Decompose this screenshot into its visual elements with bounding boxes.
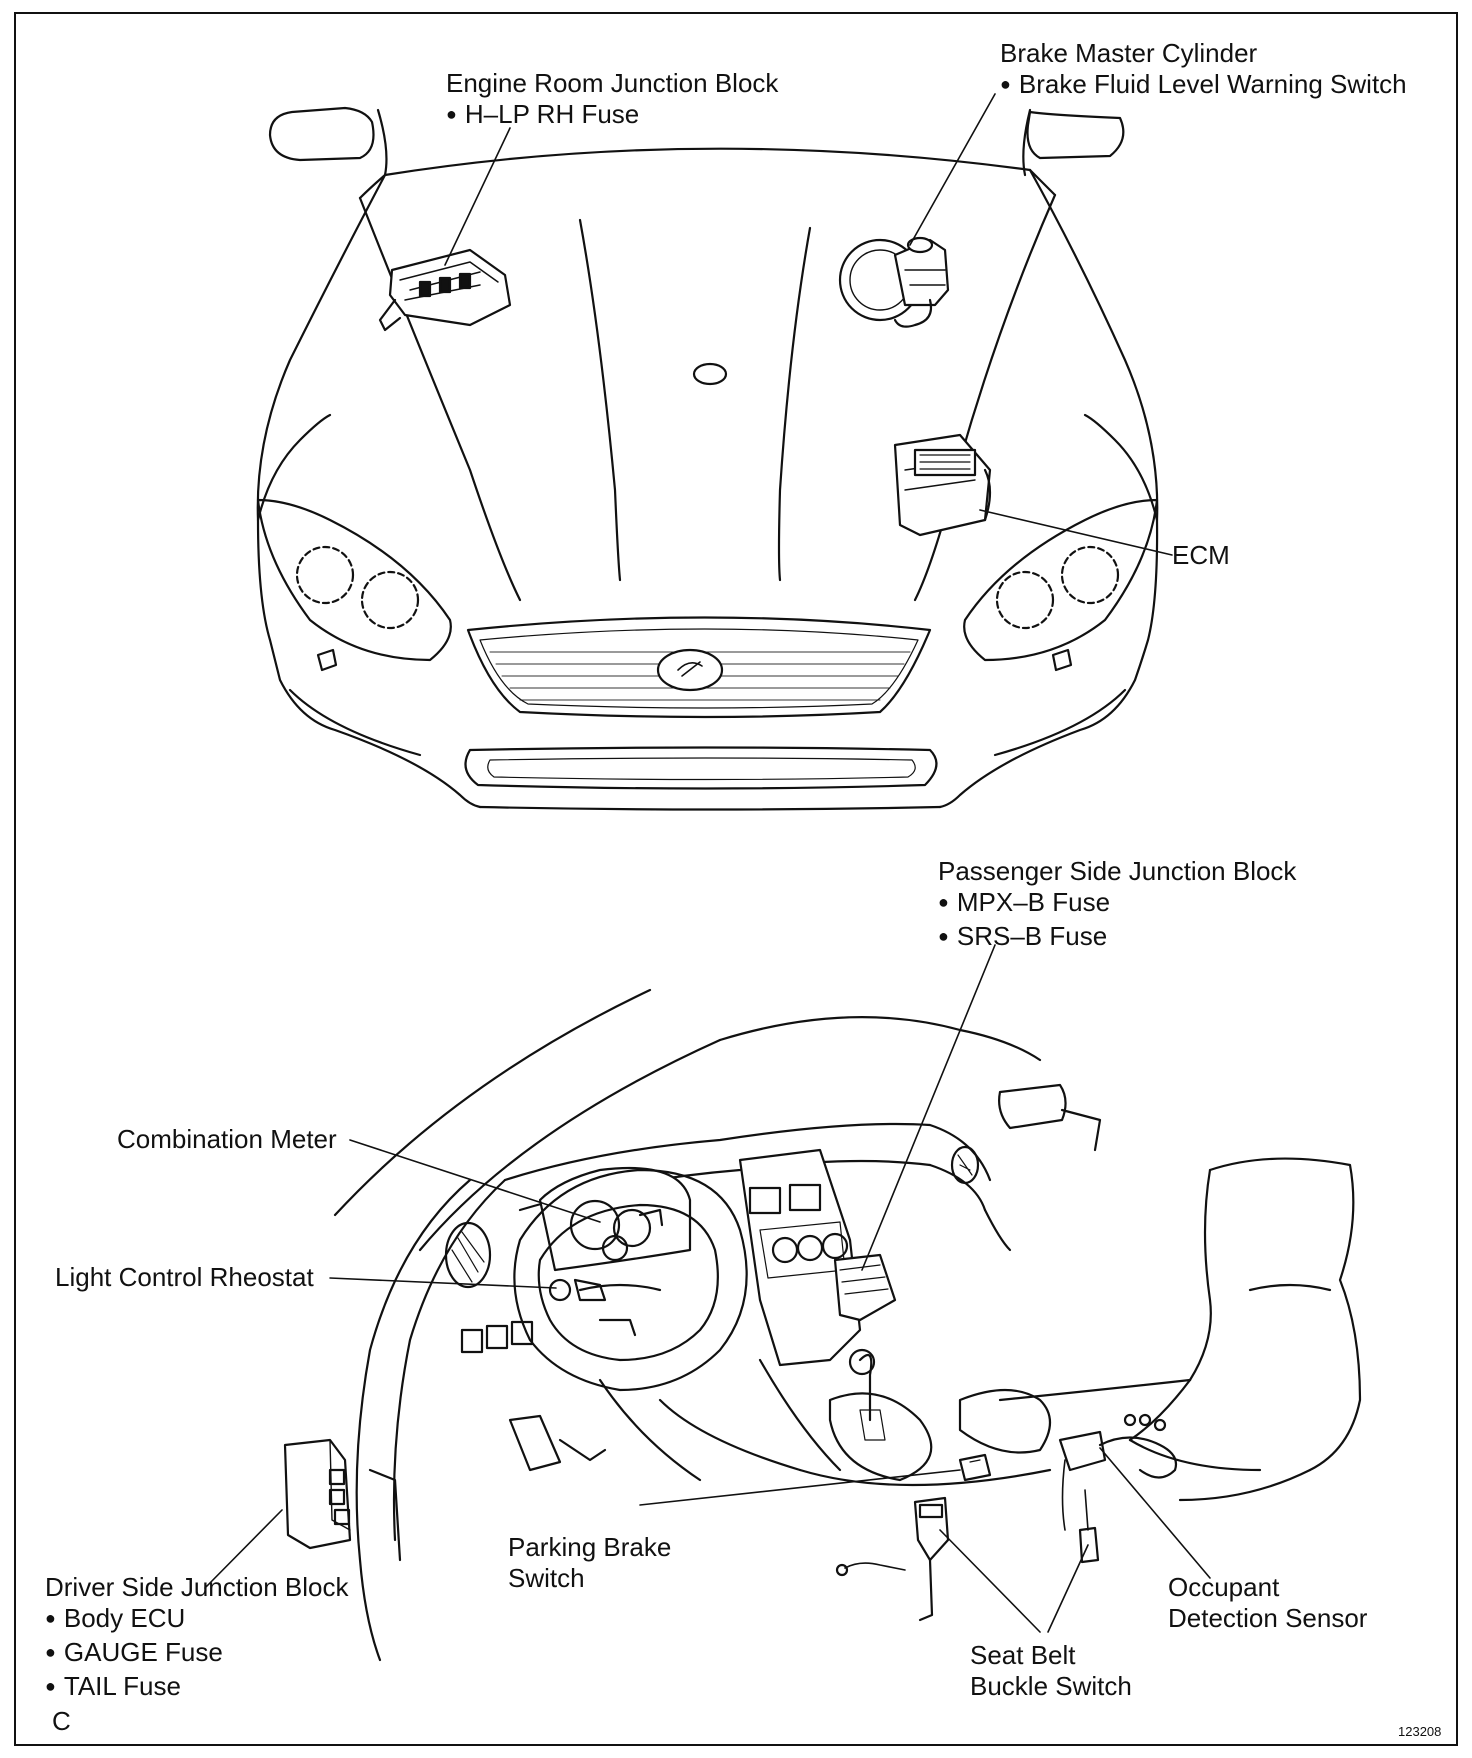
leader-driver-jb: [204, 1509, 283, 1589]
label-driver-junction-block: Driver Side Junction Block Body ECU GAUG…: [45, 1572, 348, 1705]
interior-view: [204, 944, 1362, 1662]
leader-ecm: [979, 509, 1173, 556]
label-item: Body ECU: [45, 1603, 348, 1637]
label-item: SRS–B Fuse: [938, 921, 1296, 955]
label-item: TAIL Fuse: [45, 1671, 348, 1705]
steering-wheel: [513, 1168, 748, 1392]
label-ecm: ECM: [1172, 540, 1230, 571]
door-frame: [355, 1178, 472, 1662]
leader-passenger-jb: [861, 944, 996, 1271]
body-left-side: [256, 173, 482, 809]
driver-junction-block-part: [283, 1438, 352, 1550]
label-title: Engine Room Junction Block: [446, 68, 779, 98]
rear-view-mirror: [998, 1083, 1067, 1130]
label-title: Combination Meter: [117, 1124, 337, 1154]
ecm-part: [893, 433, 992, 537]
label-combination-meter: Combination Meter: [117, 1124, 337, 1155]
corner-letter: C: [52, 1706, 71, 1736]
label-line: Buckle Switch: [970, 1671, 1132, 1701]
lower-intake: [464, 746, 938, 790]
passenger-seat: [1208, 1157, 1362, 1472]
leader-parking-brake: [639, 1469, 961, 1506]
leader-engine-room: [444, 127, 511, 266]
label-title: Light Control Rheostat: [55, 1262, 314, 1292]
dashboard-top: [503, 1122, 992, 1182]
grille: [466, 616, 932, 719]
leader-seat-belt-2: [1047, 1544, 1089, 1633]
leader-occupant: [1099, 1447, 1211, 1579]
label-seat-belt-buckle-switch: Seat Belt Buckle Switch: [970, 1640, 1132, 1702]
gear-shifter: [858, 1353, 873, 1422]
right-mirror: [1026, 110, 1125, 160]
light-control-rheostat-part: [548, 1278, 572, 1302]
label-line: Parking Brake: [508, 1532, 672, 1562]
label-title: Brake Master Cylinder: [1000, 38, 1258, 68]
label-engine-room-junction-block: Engine Room Junction Block H–LP RH Fuse: [446, 68, 778, 133]
figure-id: 123208: [1398, 1724, 1442, 1739]
label-line: Occupant: [1168, 1572, 1280, 1602]
label-title: ECM: [1172, 540, 1230, 570]
label-light-control-rheostat: Light Control Rheostat: [55, 1262, 314, 1293]
leader-seat-belt-1: [939, 1529, 1041, 1633]
left-switch-panel: [460, 1320, 534, 1354]
passenger-junction-block-part: [833, 1253, 897, 1322]
parking-brake-switch-part: [958, 1453, 992, 1482]
label-brake-master-cylinder: Brake Master Cylinder Brake Fluid Level …: [1000, 38, 1407, 103]
brake-master-cylinder-part: [838, 236, 950, 328]
label-line: Seat Belt: [970, 1640, 1076, 1670]
body-right-side: [938, 168, 1159, 809]
label-item: Brake Fluid Level Warning Switch: [1000, 69, 1407, 103]
leader-light-control: [329, 1277, 557, 1289]
seat-belt-buckle-part: [835, 1489, 1100, 1622]
hood-top-edge: [383, 147, 1032, 177]
center-stack: [738, 1148, 862, 1367]
left-headlight: [256, 498, 452, 662]
leader-combination-meter: [349, 1139, 601, 1223]
label-line: Switch: [508, 1563, 585, 1593]
leader-brake-master: [909, 93, 996, 246]
label-item: H–LP RH Fuse: [446, 99, 778, 133]
hood-crease-left: [358, 196, 522, 602]
label-occupant-detection-sensor: Occupant Detection Sensor: [1168, 1572, 1367, 1634]
left-mirror: [268, 106, 375, 162]
occupant-sensor-part: [1058, 1413, 1178, 1531]
instrument-cluster: [538, 1166, 692, 1272]
label-title: Driver Side Junction Block: [45, 1572, 349, 1602]
car-front-view: [256, 93, 1173, 811]
label-passenger-junction-block: Passenger Side Junction Block MPX–B Fuse…: [938, 856, 1296, 955]
label-item: MPX–B Fuse: [938, 887, 1296, 921]
diagram-frame: [14, 12, 1458, 1746]
label-title: Passenger Side Junction Block: [938, 856, 1297, 886]
label-line: Detection Sensor: [1168, 1603, 1368, 1633]
label-parking-brake-switch: Parking Brake Switch: [508, 1532, 671, 1594]
label-item: GAUGE Fuse: [45, 1637, 348, 1671]
right-headlight: [963, 498, 1159, 662]
engine-room-junction-block-part: [378, 248, 512, 332]
